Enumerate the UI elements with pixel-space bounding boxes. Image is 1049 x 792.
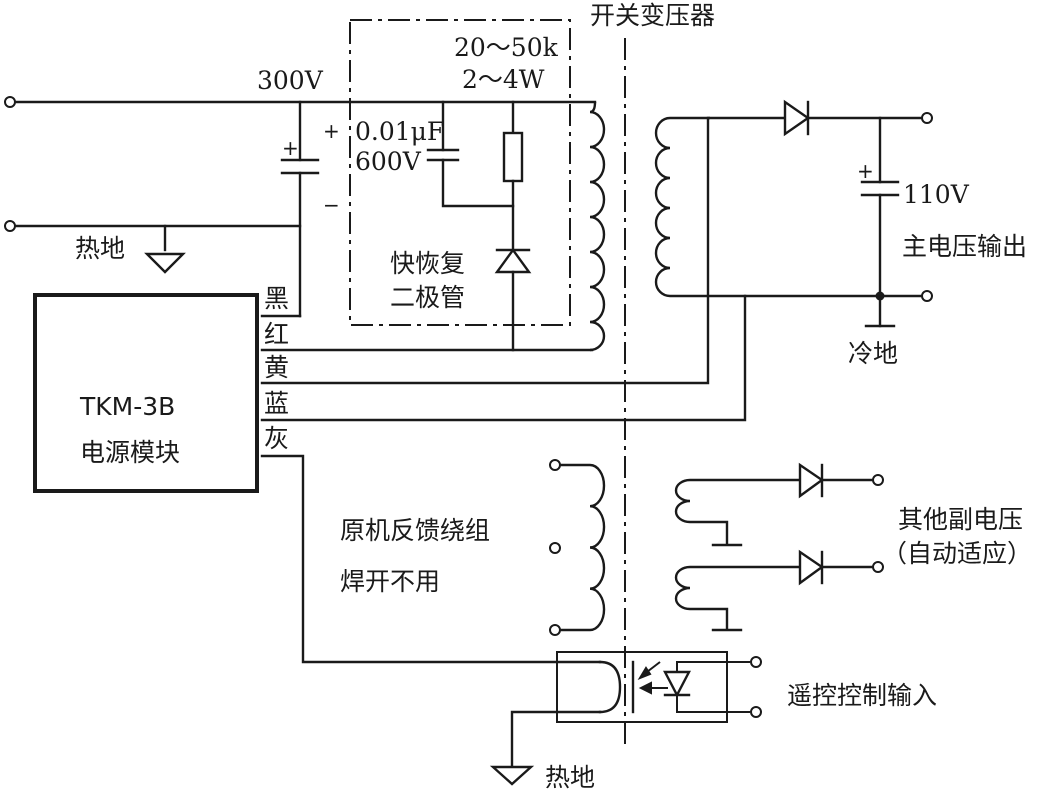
snubber-plus: + bbox=[323, 119, 340, 143]
wire-snub-cap-return bbox=[441, 158, 515, 208]
supply-voltage-label: 300V bbox=[257, 66, 324, 95]
light-arrow-2-head bbox=[638, 681, 652, 695]
cold-ground-label: 冷地 bbox=[848, 339, 898, 368]
input-terminal-bottom bbox=[4, 220, 16, 232]
snubber-enclosure bbox=[349, 19, 571, 326]
remote-terminal-bottom bbox=[750, 706, 762, 718]
primary-winding bbox=[589, 101, 606, 352]
module-name-2: 电源模块 bbox=[80, 438, 180, 467]
fast-diode-label-2: 二极管 bbox=[390, 283, 465, 312]
feedback-terminal-2 bbox=[549, 542, 561, 554]
secondary-winding bbox=[654, 116, 880, 298]
wire-label-blue: 蓝 bbox=[264, 389, 289, 418]
hot-ground-bottom-symbol bbox=[489, 765, 535, 786]
output-cap-plus: + bbox=[857, 159, 874, 183]
feedback-winding bbox=[560, 463, 606, 632]
other-voltage-label-1: 其他副电压 bbox=[898, 505, 1023, 534]
transformer-label: 开关变压器 bbox=[590, 1, 715, 30]
main-output-terminal-bottom bbox=[921, 290, 933, 302]
wire-label-red: 红 bbox=[264, 320, 289, 349]
wire-opto-hot-ground bbox=[510, 710, 602, 767]
cap-value-1: 0.01μF bbox=[355, 117, 444, 146]
remote-input-label: 遥控控制输入 bbox=[787, 681, 937, 710]
remote-terminal-top bbox=[750, 656, 762, 668]
hot-ground-label-top: 热地 bbox=[75, 234, 125, 263]
tkm-3b-module bbox=[33, 293, 259, 493]
input-terminal-top bbox=[4, 96, 16, 108]
wire-label-black: 黑 bbox=[264, 284, 289, 313]
aux-winding-1 bbox=[674, 478, 800, 545]
output-diode-icon bbox=[783, 99, 811, 137]
wire-label-yellow: 黄 bbox=[264, 353, 289, 382]
wire-yellow bbox=[260, 116, 710, 385]
wire-label-gray: 灰 bbox=[264, 424, 289, 453]
wire-led-top bbox=[676, 661, 750, 672]
optocoupler-box bbox=[556, 651, 728, 723]
feedback-terminal-1 bbox=[549, 459, 561, 471]
other-voltage-label-2: （自动适应） bbox=[882, 539, 1032, 568]
cap-value-2: 600V bbox=[355, 147, 422, 176]
aux-winding-2 bbox=[674, 565, 800, 630]
hot-ground-label-bottom: 热地 bbox=[545, 763, 595, 792]
wire-gray bbox=[260, 454, 602, 664]
aux-diode-1-icon bbox=[798, 462, 825, 499]
module-name-1: TKM-3B bbox=[79, 392, 175, 421]
main-output-terminal-top bbox=[921, 112, 933, 124]
feedback-label-2: 焊开不用 bbox=[340, 567, 440, 596]
resistor-value-1: 20～50k bbox=[454, 33, 559, 62]
feedback-label-1: 原机反馈绕组 bbox=[340, 516, 490, 545]
light-arrow-1-head bbox=[637, 666, 652, 681]
fast-diode-icon bbox=[494, 247, 532, 274]
main-output-label: 主电压输出 bbox=[902, 232, 1027, 261]
opto-transistor-icon bbox=[598, 660, 622, 714]
hot-ground-symbol bbox=[144, 252, 186, 274]
filter-cap-plus: + bbox=[282, 136, 299, 160]
wire-led-bottom bbox=[676, 695, 750, 713]
feedback-terminal-3 bbox=[549, 624, 561, 636]
aux-terminal-1 bbox=[872, 474, 884, 486]
aux-diode-2-icon bbox=[798, 549, 825, 586]
output-voltage-label: 110V bbox=[903, 180, 970, 209]
snubber-minus: − bbox=[323, 193, 340, 217]
opto-led-icon bbox=[663, 670, 691, 698]
fast-diode-label-1: 快恢复 bbox=[390, 249, 465, 278]
snubber-resistor bbox=[502, 131, 524, 183]
aux-terminal-2 bbox=[872, 561, 884, 573]
resistor-value-2: 2～4W bbox=[462, 65, 545, 94]
wire-blue bbox=[260, 294, 747, 422]
